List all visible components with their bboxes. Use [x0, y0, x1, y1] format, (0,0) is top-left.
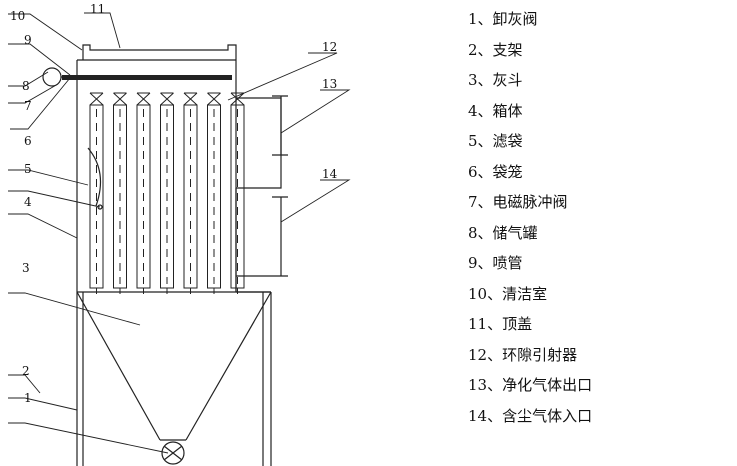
hopper-left — [76, 291, 161, 441]
legend-item: 11、顶盖 — [468, 315, 533, 333]
legend-item: 12、环隙引射器 — [468, 345, 578, 364]
callout-13: 13 — [322, 77, 337, 91]
callout-12: 12 — [322, 40, 337, 54]
callout-4: 4 — [24, 195, 32, 209]
callout-7: 7 — [24, 99, 32, 113]
callout-8: 8 — [22, 79, 30, 93]
venturi-injector — [136, 92, 151, 106]
callout-14: 14 — [322, 167, 338, 181]
callout-11: 11 — [90, 2, 105, 16]
legend-item: 8、储气罐 — [468, 223, 538, 242]
venturi-injector — [113, 92, 127, 106]
callout-1: 1 — [24, 391, 32, 405]
venturi-injector — [230, 92, 245, 106]
callout-9: 9 — [24, 33, 32, 47]
dusty-gas-inlet-flange — [272, 196, 288, 277]
legend-item: 9、喷管 — [468, 254, 523, 272]
blow-pipe — [62, 75, 232, 80]
legend-item: 1、卸灰阀 — [468, 10, 538, 28]
legend-item: 5、滤袋 — [468, 132, 523, 150]
callout-leaders — [8, 12, 351, 454]
legend-item: 3、灰斗 — [468, 71, 523, 89]
venturi-injector — [89, 92, 104, 106]
legend-item: 6、袋笼 — [468, 162, 523, 181]
outlet-duct — [236, 97, 282, 189]
baghouse-diagram: 10 11 9 8 7 6 5 4 3 2 1 12 13 14 — [8, 2, 351, 466]
access-door — [87, 147, 102, 207]
legend: 1、卸灰阀 2、支架 3、灰斗 4、箱体 5、滤袋 6、袋笼 7、电磁脉冲阀 8… — [468, 4, 592, 431]
legend-item: 7、电磁脉冲阀 — [468, 193, 568, 211]
legend-item: 10、清洁室 — [468, 284, 548, 303]
top-cover — [82, 44, 237, 60]
callout-5: 5 — [24, 162, 32, 176]
legend-item: 2、支架 — [468, 40, 523, 59]
venturi-injector — [160, 92, 174, 106]
callout-10: 10 — [10, 9, 25, 23]
callout-3: 3 — [22, 261, 30, 275]
legend-item: 4、箱体 — [468, 101, 523, 120]
clean-gas-outlet-flange — [272, 95, 288, 156]
ash-discharge-valve — [161, 441, 185, 465]
callout-6: 6 — [24, 134, 32, 148]
filter-bags — [89, 92, 245, 294]
hopper-right — [185, 291, 272, 441]
air-tank — [42, 67, 62, 87]
venturi-injector — [183, 92, 198, 106]
callout-2: 2 — [22, 364, 30, 378]
legend-item: 14、含尘气体入口 — [468, 406, 593, 425]
venturi-injector — [207, 92, 221, 106]
legend-item: 13、净化气体出口 — [468, 376, 593, 394]
